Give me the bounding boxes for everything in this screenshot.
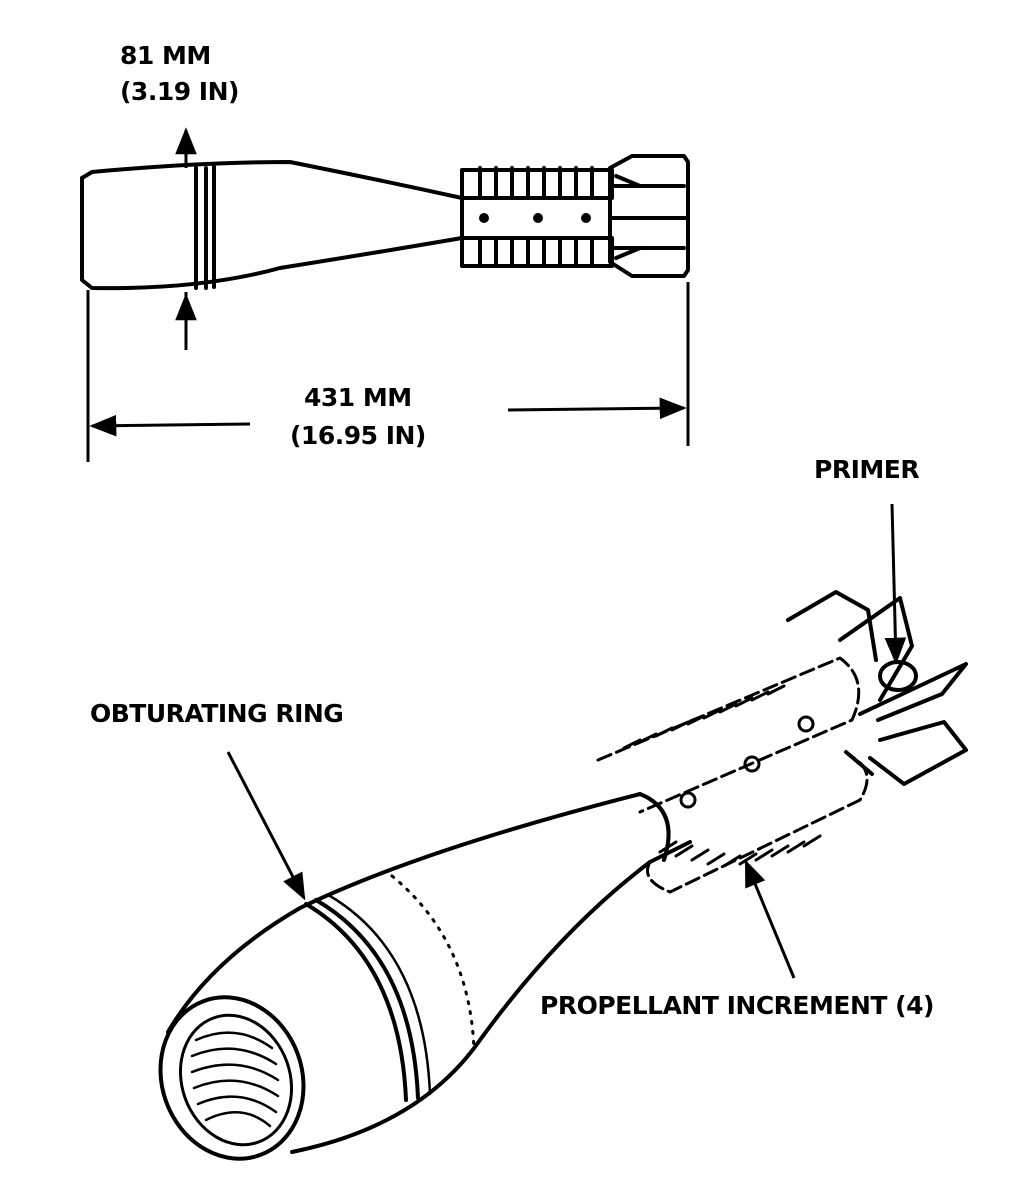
nose-opening [158,995,306,1161]
isometric-fins [786,590,878,662]
length-mm-label: 431 MM [304,383,412,412]
propellant-increment-label: PROPELLANT INCREMENT (4) [540,991,934,1020]
propellant-increments-iso [596,656,869,894]
obturating-ring-label: OBTURATING RING [90,699,344,728]
length-in-label: (16.95 IN) [290,421,426,450]
propellant-increment-leader [744,859,796,979]
side-view-propellant-increments [460,166,614,268]
side-view-body-outline [80,176,464,291]
diameter-mm-label: 81 MM [120,41,211,70]
callout-leaders [226,503,907,979]
isometric-view [158,590,968,1161]
primer-leader [884,503,907,665]
obturating-ring-leader [226,751,306,901]
diameter-in-label: (3.19 IN) [120,77,239,106]
length-dimension [86,282,690,462]
isometric-body-outline [166,792,642,1034]
primer-label: PRIMER [814,455,920,484]
side-view-fins [608,154,690,278]
side-view [80,154,690,291]
obturating-ring-band [304,902,408,1102]
